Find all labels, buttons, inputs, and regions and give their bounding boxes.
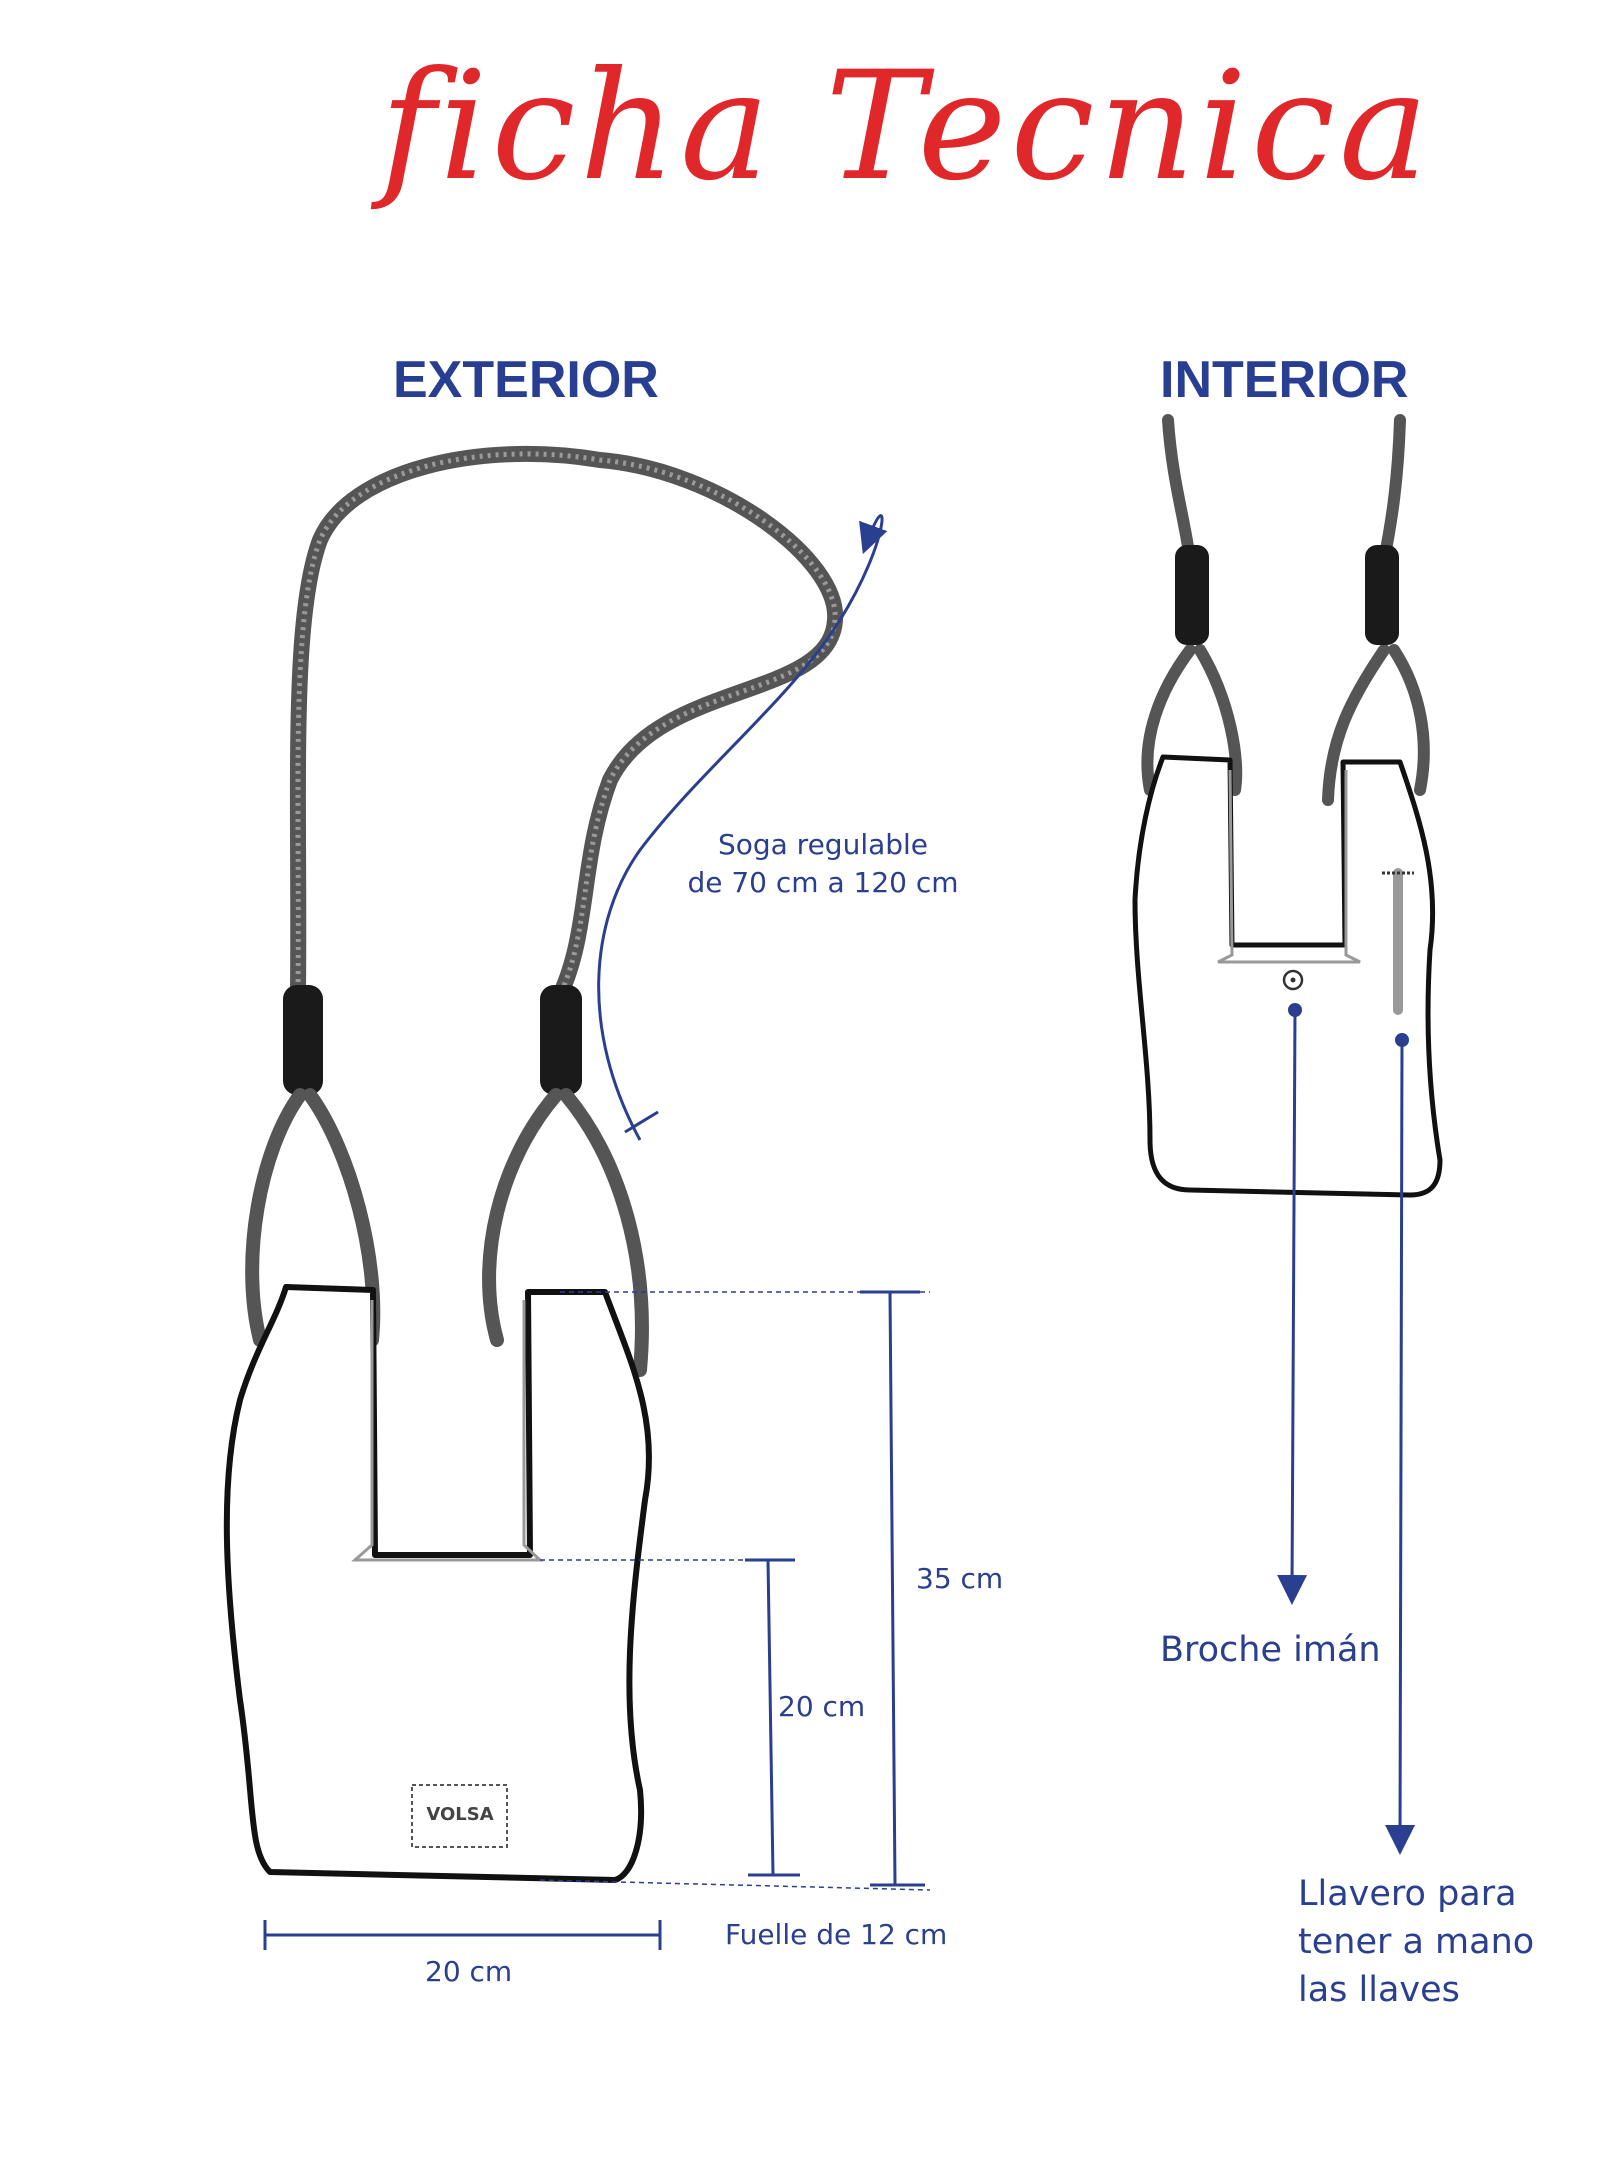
- right-handle-loop: [482, 1088, 649, 1377]
- keyring-label-line3: las llaves: [1298, 1970, 1460, 2010]
- interior-heading: INTERIOR: [1160, 351, 1409, 409]
- rope-adjust-arrow: [597, 514, 888, 1141]
- rope-label-line2: de 70 cm a 120 cm: [687, 866, 959, 899]
- right-knot: [540, 985, 582, 1095]
- page-title: ficha Tecnica: [380, 40, 1433, 214]
- magnet-label: Broche imán: [1160, 1630, 1381, 1670]
- keyring-label-line2: tener a mano: [1298, 1922, 1535, 1962]
- brand-tag: [411, 1784, 508, 1848]
- left-knot: [283, 985, 323, 1095]
- width-label: 20 cm: [425, 1955, 513, 1988]
- exterior-bag-body: [223, 1284, 652, 1883]
- rope-label-line1: Soga regulable: [717, 828, 929, 861]
- exterior-rope: [289, 445, 844, 1003]
- gusset-label: Fuelle de 12 cm: [725, 1918, 948, 1951]
- keyring-label-line1: Llavero para: [1298, 1874, 1517, 1914]
- height-body-label: 20 cm: [778, 1690, 866, 1723]
- exterior-heading: EXTERIOR: [393, 351, 659, 409]
- height-total-label: 35 cm: [916, 1562, 1004, 1595]
- interior-left-knot: [1175, 545, 1209, 645]
- interior-right-knot: [1365, 545, 1399, 645]
- brand-tag-text: VOLSA: [426, 1804, 494, 1825]
